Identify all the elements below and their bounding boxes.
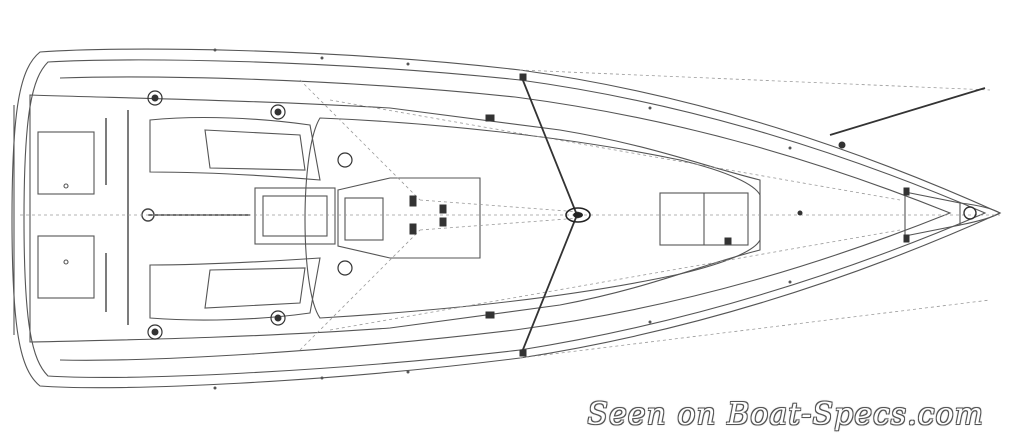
clutch-bank-2 <box>409 223 417 235</box>
starboard-primary-winch-core <box>151 328 159 336</box>
starboard-lazarette-hatch <box>37 235 95 299</box>
bow-roller <box>963 206 977 220</box>
starboard-bench-outline <box>149 257 321 321</box>
port-bench-inner <box>204 129 306 171</box>
halyard-line-4 <box>299 229 421 351</box>
padeye-2 <box>797 210 803 216</box>
mast <box>565 207 591 223</box>
toe-rail-outline <box>23 59 987 378</box>
jib-sheet-line-port <box>519 69 991 91</box>
companionway-hatch <box>344 197 384 241</box>
port-bench-outline <box>149 116 321 181</box>
lifeline-starboard <box>329 229 901 331</box>
cockpit-outline <box>29 94 761 343</box>
stanchion-p5 <box>788 146 792 150</box>
whisker-pole <box>829 87 986 136</box>
port-car <box>485 114 495 122</box>
clutch-bank-3 <box>439 204 447 214</box>
chainplate-starboard <box>519 349 527 357</box>
stanchion-p3 <box>406 62 410 66</box>
padeye-1 <box>838 141 846 149</box>
starboard-primary-winch <box>147 324 163 340</box>
deck-edge-line <box>59 76 952 361</box>
port-cleat-bow <box>903 187 910 196</box>
clutch-bank-1 <box>409 195 417 207</box>
starboard-car <box>485 311 495 319</box>
port-hatch-handle <box>63 183 69 189</box>
halyard-line-3 <box>299 79 421 201</box>
coachroof-outline <box>304 117 761 319</box>
starboard-secondary-winch-core <box>274 314 282 322</box>
clutch-bank-4 <box>439 217 447 227</box>
starboard-shroud <box>521 214 578 353</box>
stanchion-p2 <box>320 56 324 60</box>
starboard-hatch-handle <box>63 259 69 265</box>
halyard-line-1 <box>419 199 581 213</box>
bow-fitting <box>959 202 1002 226</box>
port-primary-winch-core <box>151 94 159 102</box>
stanchion-s3 <box>406 370 410 374</box>
hull-outer-outline <box>11 48 1002 389</box>
forward-fitting-1 <box>724 237 732 245</box>
stanchion-s2 <box>320 376 324 380</box>
cockpit-table-inner <box>262 195 328 237</box>
port-shroud <box>521 77 578 216</box>
port-lazarette-hatch <box>37 131 95 195</box>
stanchion-s1 <box>213 386 217 390</box>
starboard-cabin-winch <box>337 260 353 276</box>
companionway-outline <box>337 177 481 259</box>
stanchion-s4 <box>648 320 652 324</box>
starboard-bench-inner <box>204 267 306 309</box>
starboard-secondary-winch <box>270 310 286 326</box>
cockpit-table <box>254 187 336 245</box>
port-secondary-winch <box>270 104 286 120</box>
lifeline-port <box>329 99 901 201</box>
watermark-text: Seen on Boat-Specs.com <box>587 397 984 432</box>
stanchion-p1 <box>213 48 217 52</box>
stanchion-s5 <box>788 280 792 284</box>
starboard-cleat-bow <box>903 234 910 243</box>
halyard-line-2 <box>419 217 581 231</box>
port-cabin-winch <box>337 152 353 168</box>
chainplate-port <box>519 73 527 81</box>
jib-sheet-line-starboard <box>519 299 991 359</box>
port-primary-winch <box>147 90 163 106</box>
port-secondary-winch-core <box>274 108 282 116</box>
stanchion-p4 <box>648 106 652 110</box>
